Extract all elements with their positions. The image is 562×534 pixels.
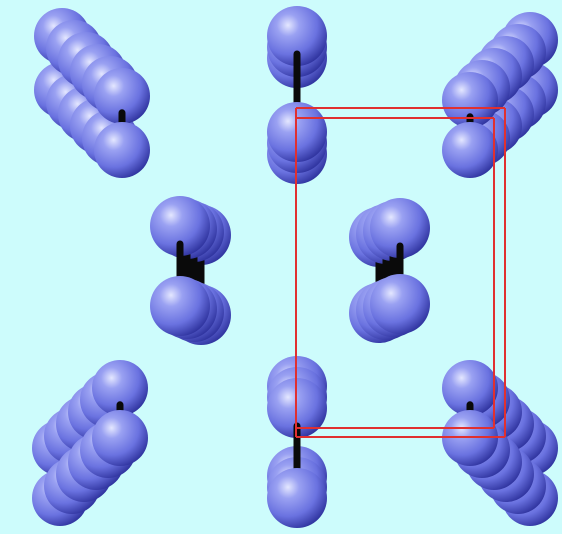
atom-sphere xyxy=(92,360,148,416)
unit-cell xyxy=(295,107,506,438)
atom-sphere xyxy=(150,276,210,336)
atom-sphere xyxy=(442,360,498,416)
atom-sphere xyxy=(267,6,327,66)
atoms-layer xyxy=(32,6,558,528)
atom-sphere xyxy=(92,410,148,466)
atom-sphere xyxy=(94,122,150,178)
atom-sphere xyxy=(370,198,430,258)
atom-sphere xyxy=(94,68,150,124)
atom-sphere xyxy=(150,196,210,256)
atom-sphere xyxy=(267,468,327,528)
atom-sphere xyxy=(442,122,498,178)
atom-sphere xyxy=(442,72,498,128)
atom-sphere xyxy=(370,274,430,334)
